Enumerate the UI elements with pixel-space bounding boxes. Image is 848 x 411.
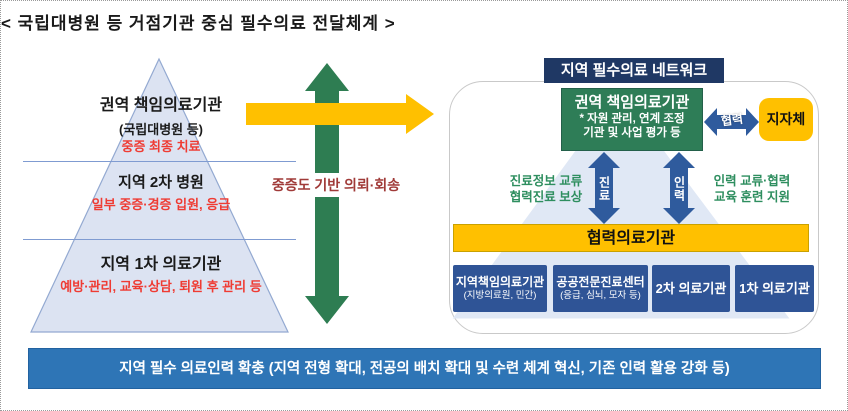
care-link-line2: 협력진료 보상 xyxy=(509,190,583,204)
care-arrow-icon xyxy=(588,152,620,224)
workforce-link-line1: 인력 교류·협력 xyxy=(713,174,791,188)
org-box-regional: 지역책임의료기관 (지방의료원, 민간) xyxy=(453,265,547,312)
workforce-link-text: 인력 교류·협력 교육 훈련 지원 xyxy=(701,173,803,205)
care-link-text: 진료정보 교류 협력진료 보상 xyxy=(495,173,597,205)
tier-divider-line xyxy=(23,239,296,240)
tier-2-name: 지역 2차 병원 xyxy=(118,174,204,191)
org-sub: (지방의료원, 민간) xyxy=(463,290,537,301)
hub-note-line2: 기관 및 사업 평가 등 xyxy=(583,127,681,139)
double-vertical-arrow xyxy=(663,152,695,224)
hub-note-line1: * 자원 관리, 연계 조정 xyxy=(579,113,685,125)
local-gov-box: 지자체 xyxy=(759,98,813,141)
workforce-link-line2: 교육 훈련 지원 xyxy=(714,190,790,204)
tier-2-role: 일부 중증·경증 입원, 응급 xyxy=(91,197,231,212)
page-title: < 국립대병원 등 거점기관 중심 필수의료 전달체계 > xyxy=(1,14,396,33)
pyramid-triangle xyxy=(30,57,289,333)
workforce-arrow-label: 인력 xyxy=(672,176,686,202)
referral-flow-label: 중증도 기반 의뢰·회송 xyxy=(244,173,428,197)
partner-bar: 협력의료기관 xyxy=(453,224,809,252)
org-name: 2차 의료기관 xyxy=(655,281,727,296)
double-vertical-arrow xyxy=(588,152,620,224)
org-name: 지역책임의료기관 xyxy=(455,275,545,289)
care-arrow-label: 진료 xyxy=(597,176,611,202)
org-box-public-center: 공공전문진료센터 (응급, 심뇌, 모자 등) xyxy=(553,265,648,312)
severity-pyramid xyxy=(30,57,289,333)
tier-1-name: 권역 책임의료기관 xyxy=(99,97,223,114)
org-box-secondary: 2차 의료기관 xyxy=(652,265,730,312)
hub-name: 권역 책임의료기관 xyxy=(574,94,690,111)
cooperation-arrow-icon xyxy=(704,108,759,136)
workforce-banner: 지역 필수 의료인력 확충 (지역 전형 확대, 전공의 배치 확대 및 수련 … xyxy=(28,348,821,389)
org-name: 공공전문진료센터 xyxy=(556,275,645,289)
hub-box: 권역 책임의료기관 * 자원 관리, 연계 조정 기관 및 사업 평가 등 xyxy=(561,88,703,151)
org-name: 1차 의료기관 xyxy=(739,281,810,296)
network-panel-title: 지역 필수의료 네트워크 xyxy=(544,58,724,83)
tier-3-name: 지역 1차 의료기관 xyxy=(100,256,222,273)
tier-divider-line xyxy=(23,161,296,162)
care-link-line1: 진료정보 교류 xyxy=(509,174,583,188)
tier-1-sub: (국립대병원 등) xyxy=(118,122,204,137)
tier-3-role: 예방·관리, 교육·상담, 퇴원 후 관리 등 xyxy=(60,279,262,294)
org-box-primary: 1차 의료기관 xyxy=(735,265,814,312)
double-horizontal-arrow xyxy=(704,108,759,136)
tier-1-role: 중증 최종 치료 xyxy=(121,139,201,154)
org-sub: (응급, 심뇌, 모자 등) xyxy=(560,290,641,301)
workforce-arrow-icon xyxy=(663,152,695,224)
transfer-arrow-icon xyxy=(246,94,434,134)
